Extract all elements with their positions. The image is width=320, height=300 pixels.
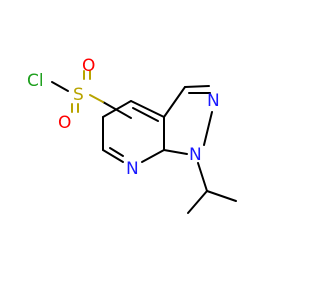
molecule-structure: Cl S O O N N N <box>27 56 237 214</box>
bond-c4-c3a-inner <box>132 107 159 122</box>
bond-n2-n1 <box>203 111 213 146</box>
atom-cl: Cl <box>27 71 44 91</box>
bond-c6-n7-inner <box>109 147 124 157</box>
bonds <box>102 85 237 214</box>
atom-n1: N <box>189 145 202 165</box>
bond-c6-n7 <box>102 149 124 163</box>
bond-c3a-c3 <box>163 86 186 118</box>
atom-o-top: O <box>82 56 95 76</box>
sulfonyl-bonds <box>51 70 104 113</box>
bond-s-c5-colored <box>89 94 104 103</box>
bond-cl-s <box>51 81 69 92</box>
atom-s: S <box>73 85 84 105</box>
bond-ch-me1 <box>206 190 237 202</box>
bond-n1-c7a <box>163 149 188 155</box>
bond-n7-c7a <box>141 149 165 163</box>
bond-c5-c4 <box>102 100 132 118</box>
bond-n1-ch <box>197 162 208 192</box>
bond-ch-me2 <box>187 190 208 214</box>
atom-n2: N <box>207 91 220 111</box>
bond-c3-n2-outer <box>184 85 210 88</box>
bond-c4-c3a <box>130 100 165 118</box>
atom-n-pyridine: N <box>126 159 139 179</box>
atom-o-bottom: O <box>58 113 71 133</box>
